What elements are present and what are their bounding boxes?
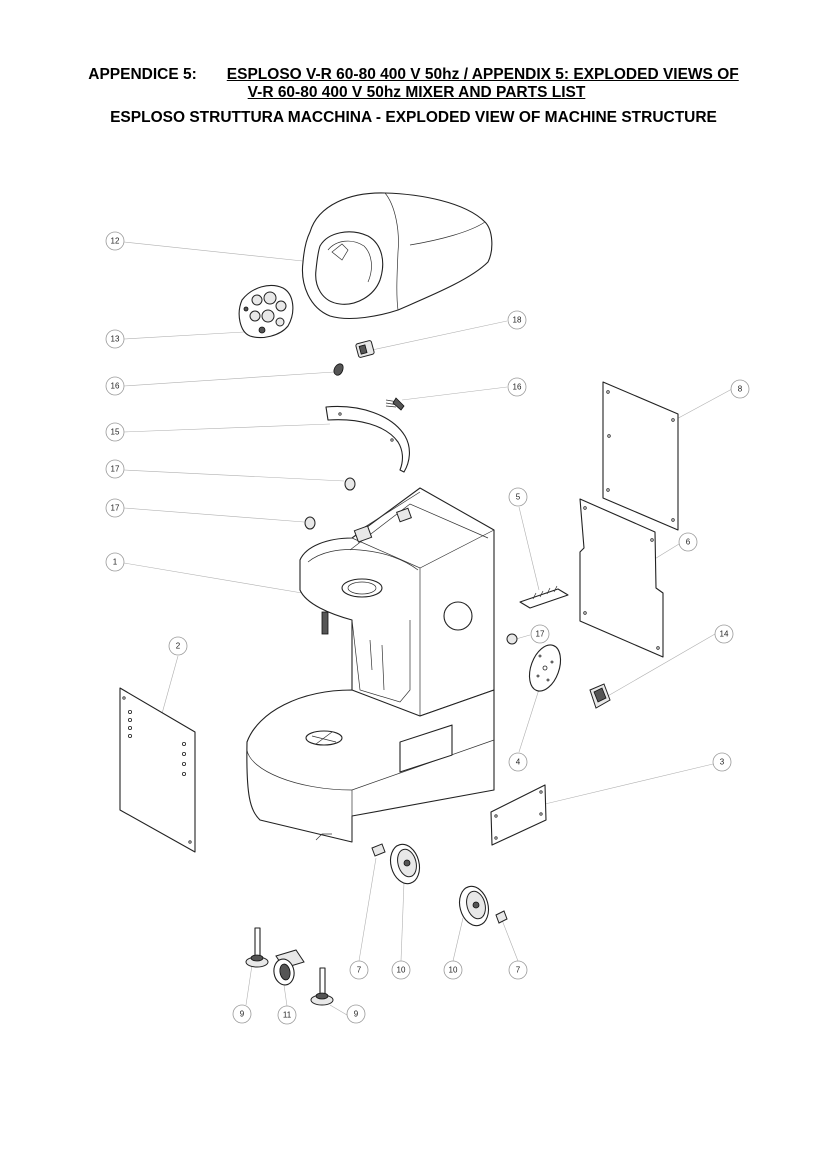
callout-12: 12 xyxy=(105,231,125,251)
part-1-machine-frame xyxy=(246,487,495,843)
drawing-title: ESPLOSO STRUTTURA MACCHINA - EXPLODED VI… xyxy=(110,109,717,126)
callout-13: 13 xyxy=(105,329,125,349)
svg-text:16: 16 xyxy=(111,382,120,391)
part-16-clip-left xyxy=(333,363,344,376)
svg-text:4: 4 xyxy=(516,758,521,767)
callout-17-a: 17 xyxy=(105,459,125,479)
svg-text:16: 16 xyxy=(513,383,522,392)
svg-text:7: 7 xyxy=(357,966,362,975)
callout-18: 18 xyxy=(507,310,527,330)
callout-14: 14 xyxy=(714,624,734,644)
callout-4: 4 xyxy=(508,752,528,772)
part-10-wheel-right xyxy=(458,885,490,927)
svg-text:17: 17 xyxy=(111,504,120,513)
callout-7-left: 7 xyxy=(349,960,369,980)
part-12-cover xyxy=(301,192,493,319)
svg-text:9: 9 xyxy=(240,1010,245,1019)
part-15-guard-strip xyxy=(325,405,410,473)
part-11-caster xyxy=(273,949,305,986)
callout-5: 5 xyxy=(508,487,528,507)
svg-text:10: 10 xyxy=(449,966,458,975)
svg-text:9: 9 xyxy=(354,1010,359,1019)
callout-10-left: 10 xyxy=(391,960,411,980)
callout-9-right: 9 xyxy=(346,1004,366,1024)
svg-text:17: 17 xyxy=(536,630,545,639)
part-8-rear-panel xyxy=(602,381,679,531)
header-line-2: V-R 60-80 400 V 50hz MIXER AND PARTS LIS… xyxy=(247,84,586,101)
part-9-foot-right xyxy=(310,967,334,1006)
part-17-spacer-b xyxy=(304,516,316,530)
part-10-wheel-left xyxy=(389,843,421,885)
svg-text:18: 18 xyxy=(513,316,522,325)
appendix-title: ESPLOSO V-R 60-80 400 V 50hz / APPENDIX … xyxy=(226,66,739,83)
callout-11: 11 xyxy=(277,1005,297,1025)
svg-text:1: 1 xyxy=(113,558,118,567)
part-17-spacer-c xyxy=(506,633,518,645)
part-17-spacer-a xyxy=(344,477,356,491)
part-7-pin-left xyxy=(371,843,386,857)
svg-text:14: 14 xyxy=(720,630,729,639)
callout-3: 3 xyxy=(712,752,732,772)
appendix-label: APPENDICE 5: xyxy=(88,66,197,83)
part-18-microswitch xyxy=(355,340,375,358)
callout-6: 6 xyxy=(678,532,698,552)
svg-text:5: 5 xyxy=(516,493,521,502)
svg-text:12: 12 xyxy=(111,237,120,246)
callout-16-right: 16 xyxy=(507,377,527,397)
svg-text:17: 17 xyxy=(111,465,120,474)
part-2-front-panel xyxy=(119,687,196,853)
svg-text:3: 3 xyxy=(720,758,725,767)
callout-8: 8 xyxy=(730,379,750,399)
callout-17-c: 17 xyxy=(530,624,550,644)
svg-text:7: 7 xyxy=(516,966,521,975)
svg-text:15: 15 xyxy=(111,428,120,437)
part-5-bracket-plate xyxy=(519,585,569,609)
part-9-foot-left xyxy=(245,927,269,968)
part-3-inspection-plate xyxy=(490,784,547,846)
part-7-pin-right xyxy=(495,910,508,924)
callout-2: 2 xyxy=(168,636,188,656)
part-16-clip-right xyxy=(385,397,405,411)
callout-17-b: 17 xyxy=(105,498,125,518)
svg-text:6: 6 xyxy=(686,538,691,547)
svg-text:11: 11 xyxy=(283,1011,292,1020)
page-header: APPENDICE 5: ESPLOSO V-R 60-80 400 V 50hz… xyxy=(0,66,827,127)
part-13-control-panel xyxy=(238,284,294,339)
svg-text:2: 2 xyxy=(176,642,181,651)
svg-text:13: 13 xyxy=(111,335,120,344)
callout-9-left: 9 xyxy=(232,1004,252,1024)
part-4-disc xyxy=(528,644,562,692)
part-6-side-panel xyxy=(579,498,664,658)
callout-16-left: 16 xyxy=(105,376,125,396)
callout-7-right: 7 xyxy=(508,960,528,980)
callout-15: 15 xyxy=(105,422,125,442)
svg-text:8: 8 xyxy=(738,385,743,394)
part-14-switch xyxy=(589,683,611,709)
header-line-1: APPENDICE 5: ESPLOSO V-R 60-80 400 V 50hz… xyxy=(0,66,827,84)
svg-text:10: 10 xyxy=(397,966,406,975)
callout-10-right: 10 xyxy=(443,960,463,980)
callout-1: 1 xyxy=(105,552,125,572)
